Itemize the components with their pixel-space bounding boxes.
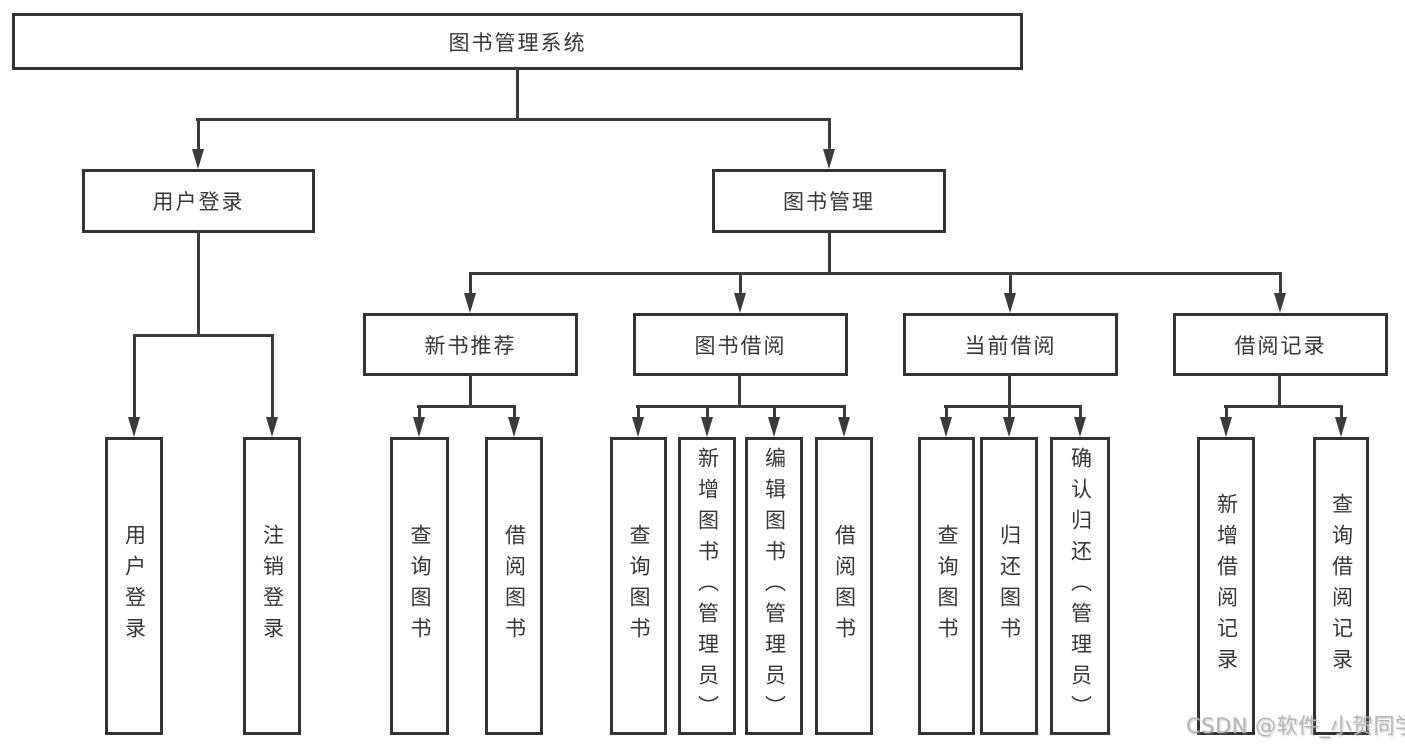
line-segment (469, 374, 472, 407)
line-segment (271, 334, 274, 418)
line-segment (738, 374, 741, 407)
arrowhead-down-icon (464, 293, 476, 313)
arrowhead-down-icon (838, 417, 850, 437)
leaf-query-books-borrowing: 查询图书 (610, 437, 667, 735)
leaf-borrow-books-borrowing: 借阅图书 (815, 437, 873, 735)
line-segment (945, 405, 948, 418)
leaf-label: 查询图书 (408, 524, 432, 648)
leaf-return-books: 归还图书 (980, 437, 1038, 735)
line-segment (1079, 405, 1082, 418)
leaf-label: 借阅图书 (832, 524, 857, 648)
leaf-label: 新增借阅记录 (1214, 493, 1239, 679)
line-segment (1279, 272, 1282, 294)
leaf-label: 归还图书 (997, 524, 1022, 648)
arrowhead-down-icon (508, 417, 520, 437)
arrowhead-down-icon (266, 417, 278, 437)
node-book-management: 图书管理 (712, 169, 946, 233)
leaf-label: 注销登录 (260, 524, 285, 648)
leaf-add-borrow-record: 新增借阅记录 (1197, 437, 1255, 735)
arrowhead-down-icon (1004, 293, 1016, 313)
line-segment (133, 334, 136, 418)
line-segment (773, 405, 776, 418)
node-label: 图书管理系统 (448, 30, 587, 55)
leaf-label: 查询图书 (935, 524, 959, 648)
line-segment (1224, 405, 1343, 408)
leaf-logout: 注销登录 (243, 437, 301, 735)
line-segment (706, 405, 709, 418)
arrowhead-down-icon (1003, 417, 1015, 437)
line-segment (944, 405, 1082, 408)
node-label: 当前借阅 (964, 333, 1057, 358)
line-segment (197, 118, 200, 151)
leaf-label: 查询借阅记录 (1329, 493, 1354, 679)
arrowhead-down-icon (632, 417, 644, 437)
leaf-borrow-books-newbook: 借阅图书 (485, 437, 543, 735)
leaf-query-borrow-record: 查询借阅记录 (1313, 437, 1369, 735)
line-segment (637, 405, 640, 418)
arrowhead-down-icon (413, 417, 425, 437)
node-new-book-recommendation: 新书推荐 (363, 313, 578, 376)
arrowhead-down-icon (940, 417, 952, 437)
leaf-query-books-newbook: 查询图书 (390, 437, 449, 735)
arrowhead-down-icon (1274, 293, 1286, 313)
leaf-confirm-return-admin: 确认归还（管理员） (1050, 437, 1110, 735)
line-segment (828, 118, 831, 151)
arrowhead-down-icon (734, 293, 746, 313)
leaf-add-books-admin: 新增图书（管理员） (678, 437, 736, 735)
line-segment (1225, 405, 1228, 418)
node-current-borrowing: 当前借阅 (903, 313, 1118, 376)
arrowhead-down-icon (1220, 417, 1232, 437)
line-segment (1340, 405, 1343, 418)
line-segment (196, 118, 831, 121)
line-segment (843, 405, 846, 418)
arrowhead-down-icon (1074, 417, 1086, 437)
leaf-label: 编辑图书（管理员） (762, 446, 787, 726)
line-segment (197, 231, 200, 336)
leaf-label: 新增图书（管理员） (695, 446, 720, 726)
arrowhead-down-icon (128, 417, 140, 437)
leaf-label: 借阅图书 (502, 524, 527, 648)
node-user-login: 用户登录 (82, 169, 315, 233)
line-segment (1008, 374, 1011, 407)
arrowhead-down-icon (768, 417, 780, 437)
node-label: 新书推荐 (424, 333, 517, 358)
line-segment (1008, 405, 1011, 418)
node-book-borrowing: 图书借阅 (633, 313, 848, 376)
leaf-user-login: 用户登录 (105, 437, 163, 735)
line-segment (417, 405, 516, 408)
line-segment (469, 272, 472, 294)
node-label: 图书管理 (783, 190, 875, 214)
line-segment (418, 405, 421, 418)
node-label: 图书借阅 (694, 333, 787, 358)
csdn-watermark: CSDN @软件_小贺同学 (1186, 714, 1405, 738)
line-segment (828, 231, 831, 274)
arrowhead-down-icon (823, 149, 835, 169)
node-label: 用户登录 (152, 190, 245, 214)
leaf-label: 查询图书 (627, 524, 651, 648)
leaf-edit-books-admin: 编辑图书（管理员） (745, 437, 803, 735)
node-library-management-system: 图书管理系统 (12, 13, 1023, 70)
line-segment (1278, 374, 1281, 407)
line-segment (469, 272, 1281, 275)
line-segment (636, 405, 846, 408)
line-segment (133, 334, 274, 337)
line-segment (739, 272, 742, 294)
line-segment (513, 405, 516, 418)
line-segment (1009, 272, 1012, 294)
arrowhead-down-icon (1335, 417, 1347, 437)
leaf-label: 确认归还（管理员） (1068, 446, 1093, 726)
node-borrowing-records: 借阅记录 (1173, 313, 1388, 376)
arrowhead-down-icon (701, 417, 713, 437)
arrowhead-down-icon (192, 149, 204, 169)
leaf-query-books-current: 查询图书 (918, 437, 975, 735)
leaf-label: 用户登录 (122, 524, 147, 648)
node-label: 借阅记录 (1234, 333, 1327, 358)
line-segment (516, 68, 519, 121)
